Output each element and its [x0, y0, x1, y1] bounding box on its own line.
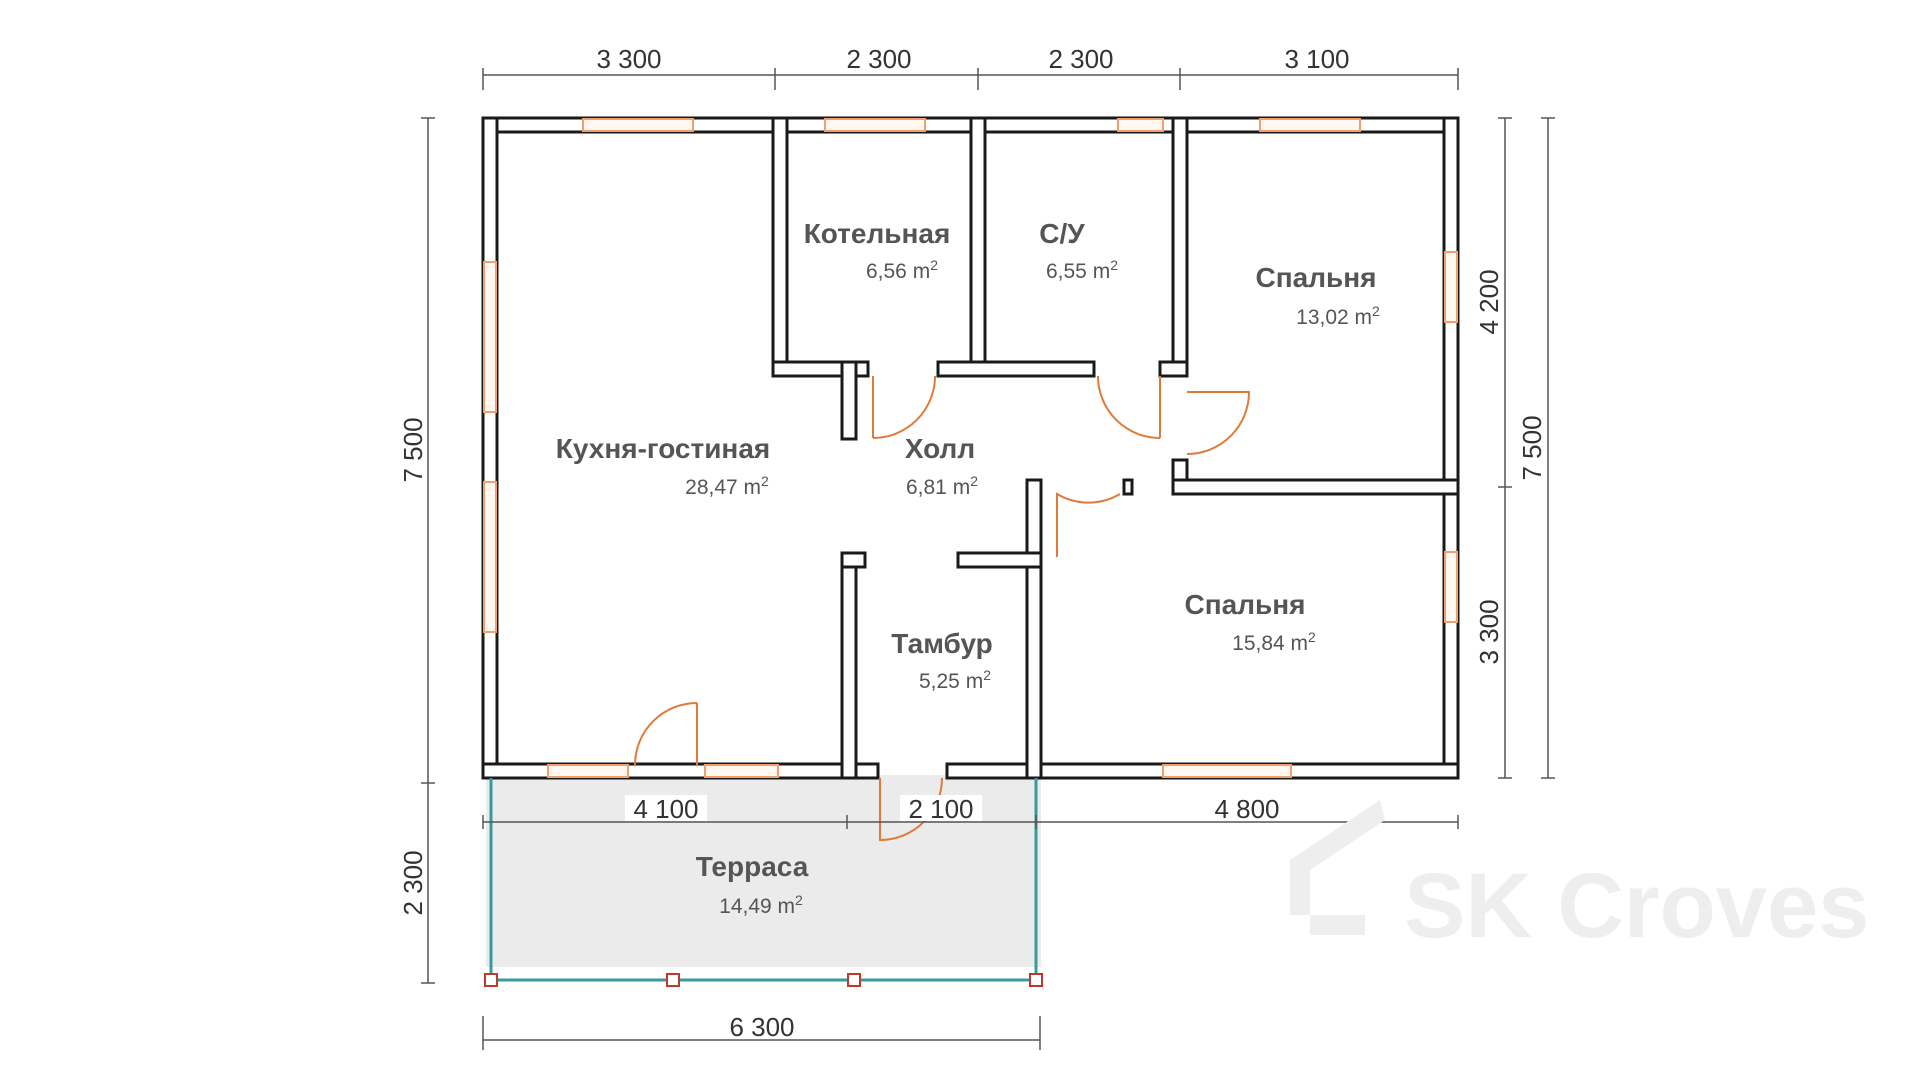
outer-wall-bottom-left: [481, 762, 880, 780]
wall-bedroom2-top-left: [1122, 478, 1134, 496]
door-tambur-entry: [879, 777, 943, 842]
windows: [483, 118, 1458, 778]
room-area-bedroom2: 15,84 m2: [1232, 629, 1316, 655]
wall-wc-bottom-right: [1158, 360, 1189, 378]
logo-text: SK Croves: [1404, 855, 1869, 957]
dim-top-4: 3 100: [1284, 44, 1349, 74]
outer-wall-right: [1442, 116, 1460, 780]
dim-left-terrace: 2 300: [398, 850, 428, 915]
terrace-post: [847, 973, 861, 987]
wall-bedrooms-divider: [1171, 478, 1460, 496]
terrace-railing: [484, 778, 1043, 987]
terrace-post: [484, 973, 498, 987]
dim-right-inner-1: 4 200: [1474, 269, 1504, 334]
terrace-post: [666, 973, 680, 987]
wall-wc-bottom-left: [936, 360, 1096, 378]
terrace-post: [1029, 973, 1043, 987]
wall-tambur-top: [956, 551, 1043, 569]
room-area-vestibule: 5,25 m2: [919, 667, 991, 693]
window-bottom-kitchen-1: [547, 764, 629, 778]
dim-left-main: 7 500: [398, 417, 428, 482]
room-name-terrace: Терраса: [696, 851, 809, 882]
wall-tambur-left-cap: [840, 551, 867, 569]
door-boiler: [872, 375, 936, 439]
room-name-wc: С/У: [1039, 218, 1085, 249]
window-top-boiler: [824, 118, 926, 132]
door-kitchen-terrace: [634, 702, 698, 766]
wall-boiler-right: [969, 116, 987, 372]
wall-tambur-left: [840, 551, 858, 780]
room-area-bedroom1: 13,02 m2: [1296, 303, 1380, 329]
doors: [634, 375, 1251, 842]
room-name-boiler: Котельная: [804, 218, 951, 249]
window-right-bedroom1: [1444, 251, 1458, 323]
room-name-hall: Холл: [905, 433, 975, 464]
house-roof-icon: [1290, 800, 1385, 935]
dim-top-3: 2 300: [1048, 44, 1113, 74]
dimension-lines: [421, 68, 1555, 1050]
window-left-2: [483, 481, 497, 633]
dim-right-outer: 7 500: [1517, 415, 1547, 480]
outer-wall-left: [481, 116, 499, 780]
window-top-wc: [1117, 118, 1164, 132]
dim-bottom-outer: 6 300: [729, 1012, 794, 1042]
room-name-kitchen-living: Кухня-гостиная: [556, 433, 771, 464]
room-area-wc: 6,55 m2: [1046, 257, 1118, 283]
sk-croves-logo: SK Croves: [1290, 800, 1869, 957]
dim-bottom-1: 4 100: [633, 794, 698, 824]
window-left-1: [483, 261, 497, 413]
room-area-boiler: 6,56 m2: [866, 257, 938, 283]
door-bedroom2: [1056, 492, 1121, 557]
wall-wc-right: [1171, 116, 1189, 372]
room-name-bedroom1: Спальня: [1256, 262, 1377, 293]
window-top-kitchen: [582, 118, 694, 132]
window-top-bedroom1: [1259, 118, 1361, 132]
room-labels: Котельная 6,56 m2 С/У 6,55 m2 Спальня 13…: [556, 218, 1380, 918]
door-wc: [1097, 375, 1161, 439]
wall-holl-stub: [840, 360, 858, 441]
room-area-kitchen-living: 28,47 m2: [685, 473, 769, 499]
dimension-labels: 3 300 2 300 2 300 3 100 4 200 3 300 7 50…: [398, 44, 1547, 1042]
dim-top-1: 3 300: [596, 44, 661, 74]
window-right-bedroom2: [1444, 551, 1458, 623]
window-bottom-bedroom2: [1162, 764, 1292, 778]
room-name-bedroom2: Спальня: [1185, 589, 1306, 620]
room-area-hall: 6,81 m2: [906, 473, 978, 499]
dim-top-2: 2 300: [846, 44, 911, 74]
door-bedroom1: [1186, 391, 1251, 455]
room-area-terrace: 14,49 m2: [719, 892, 803, 918]
dim-right-inner-2: 3 300: [1474, 599, 1504, 664]
dim-bottom-3: 4 800: [1214, 794, 1279, 824]
wall-tambur-right: [1025, 478, 1043, 780]
room-name-vestibule: Тамбур: [891, 628, 993, 659]
dim-bottom-2: 2 100: [908, 794, 973, 824]
wall-boiler-left: [771, 116, 789, 378]
window-bottom-kitchen-2: [704, 764, 779, 778]
